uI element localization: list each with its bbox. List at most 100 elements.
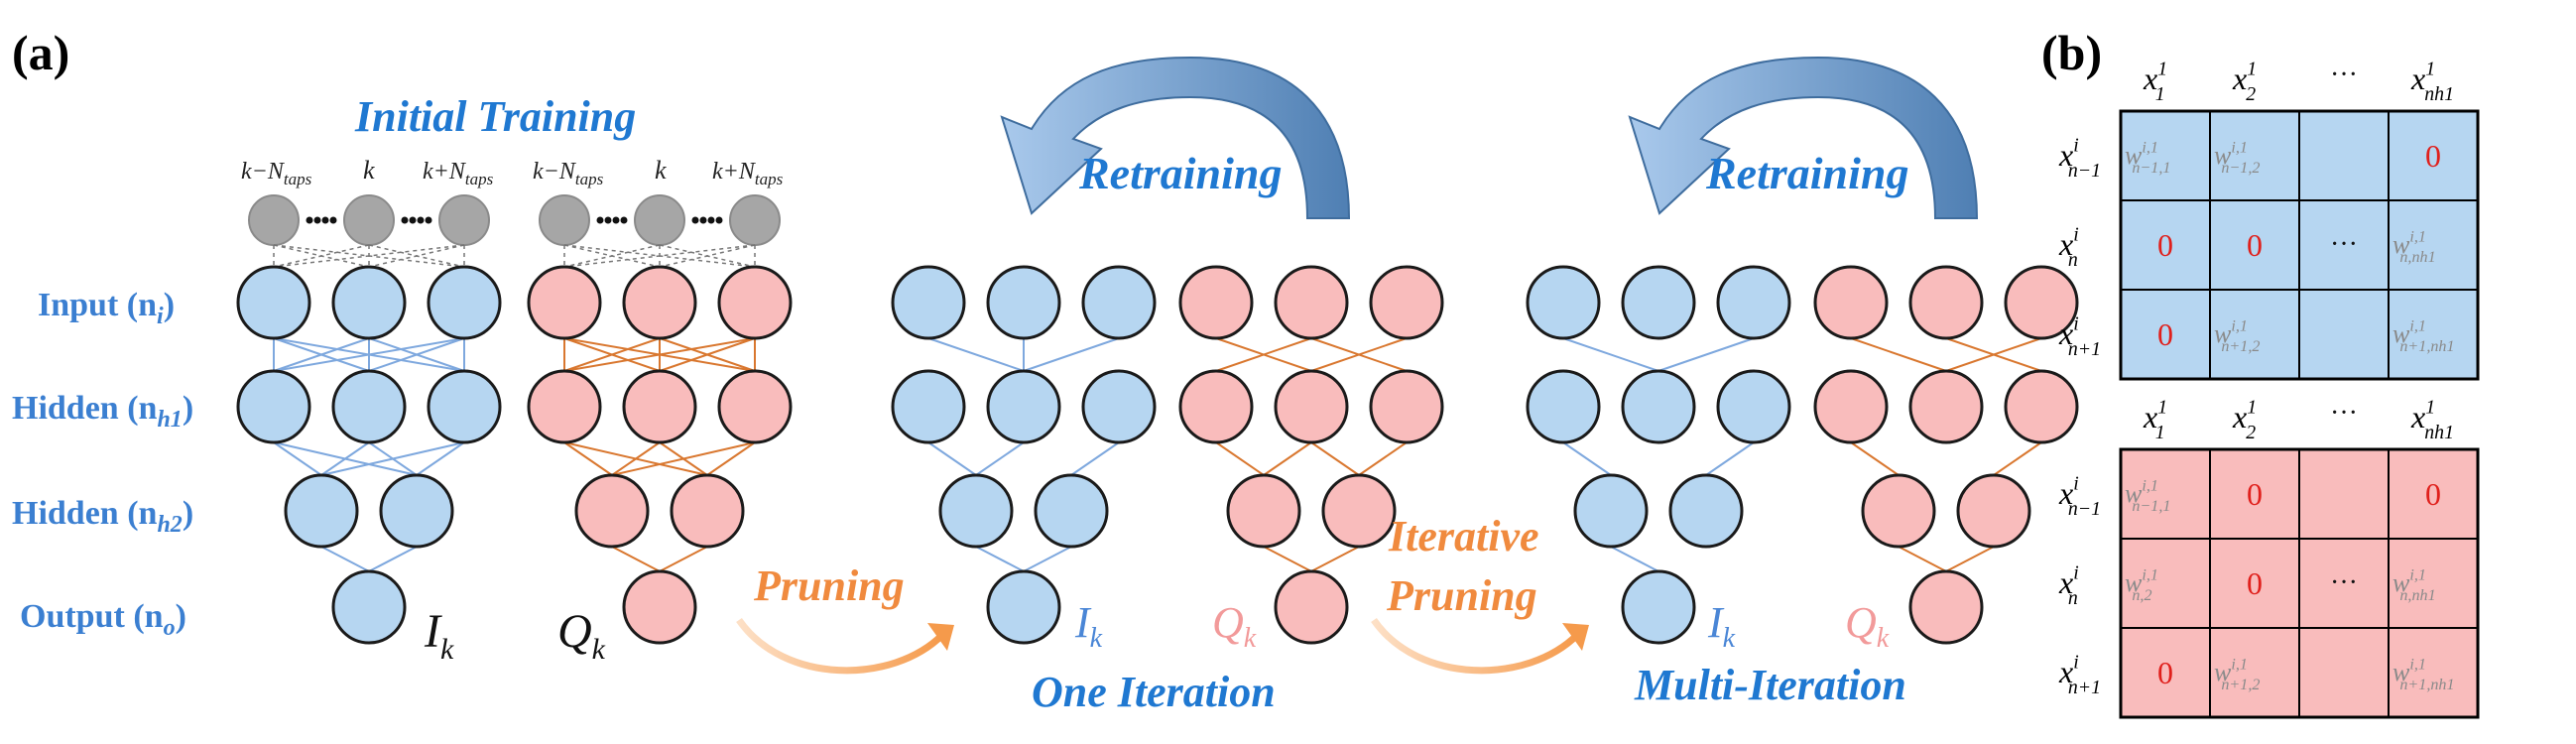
net-i-initial-edge xyxy=(320,441,370,476)
net-q-multi-iter-edge xyxy=(1850,337,1947,372)
net-q-initial-edge xyxy=(659,546,708,572)
net-i-multi-iter-node xyxy=(1573,473,1649,549)
neural-networks xyxy=(236,194,2079,645)
net-i-one-iter-node xyxy=(986,369,1061,444)
net-q-initial-edge xyxy=(611,441,756,476)
taps-q-ellipsis-dot xyxy=(699,216,707,224)
net-q-initial-node xyxy=(622,265,697,340)
taps-i-tap-edge xyxy=(273,244,465,268)
taps-i-tap-edge xyxy=(368,244,465,268)
net-q-one-iter-edge xyxy=(1215,337,1312,372)
net-i-multi-iter-edge xyxy=(1562,441,1612,476)
net-q-one-iter-edge xyxy=(1310,546,1360,572)
net-q-initial-edge xyxy=(706,441,756,476)
net-i-one-iter-node xyxy=(986,569,1061,645)
net-q-initial-node xyxy=(717,265,793,340)
net-q-one-iter-node xyxy=(1274,265,1349,340)
net-i-initial-edge xyxy=(416,441,465,476)
iterative-pruning-arrow: Iterative Pruning xyxy=(1371,512,1589,675)
net-i-multi-iter-node xyxy=(1621,569,1696,645)
layer-label-hidden1: Hidden (nh1) xyxy=(12,390,193,433)
layer-label-hidden2: Hidden (nh2) xyxy=(12,495,193,538)
net-i-one-iter-edge xyxy=(975,546,1025,572)
net-q-multi-iter-node xyxy=(2004,369,2079,444)
svg-text:k: k xyxy=(363,156,375,185)
net-q-initial-node xyxy=(527,265,602,340)
net-i-multi-iter-edge xyxy=(1562,337,1659,372)
label-ik-initial: Ik xyxy=(424,605,454,666)
taps-q-ellipsis-dot xyxy=(691,216,699,224)
taps-i-ellipsis-dot xyxy=(401,216,409,224)
net-q-one-iter-edge xyxy=(1358,441,1408,476)
matrix-q-cell-ellipsis: ··· xyxy=(2330,567,2358,598)
net-q-initial xyxy=(527,265,793,645)
iterative-label: Iterative xyxy=(1388,512,1539,560)
net-q-initial-node xyxy=(527,369,602,444)
net-i-one-iter-edge xyxy=(1023,337,1120,372)
taps-i-tap-node xyxy=(248,194,300,246)
net-q-initial-edge xyxy=(563,337,756,372)
net-i-multi-iter-node xyxy=(1526,369,1601,444)
net-i-initial-edge xyxy=(273,337,465,372)
taps-q-tap-edge xyxy=(563,244,661,268)
net-i-one-iter-node xyxy=(1081,369,1157,444)
net-q-multi-iter-edge xyxy=(1945,337,2042,372)
net-q-multi-iter-edge xyxy=(1850,441,1900,476)
net-i-initial xyxy=(236,265,502,645)
taps-q-tap-node xyxy=(634,194,685,246)
net-q-one-iter-node xyxy=(1274,569,1349,645)
net-i-initial-edge xyxy=(368,337,465,372)
net-i-multi-iter-node xyxy=(1526,265,1601,340)
net-q-multi-iter-node xyxy=(1908,569,1984,645)
net-q-initial-node xyxy=(717,369,793,444)
net-i-one-iter xyxy=(891,265,1157,645)
matrix-i-cell-ellipsis: ··· xyxy=(2330,229,2358,260)
net-q-one-iter-node xyxy=(1321,473,1397,549)
matrix-q-cell-zero: 0 xyxy=(2425,476,2441,512)
net-i-one-iter-edge xyxy=(1023,546,1072,572)
taps-q-tap-node xyxy=(729,194,781,246)
taps-i-tap-node xyxy=(438,194,490,246)
svg-text:k+Ntaps: k+Ntaps xyxy=(712,159,784,188)
panel-a-label: (a) xyxy=(12,25,69,80)
taps-i xyxy=(248,194,490,268)
tap-labels-q: k−Ntaps k k+Ntaps xyxy=(533,156,784,188)
net-q-initial-node xyxy=(574,473,650,549)
net-q-initial-node xyxy=(622,369,697,444)
matrix-i-cell-zero: 0 xyxy=(2157,316,2173,352)
net-i-one-iter-edge xyxy=(1070,441,1120,476)
net-q-multi-iter-edge xyxy=(1945,546,1995,572)
retraining-arrow-1: Retraining xyxy=(1000,56,1351,219)
net-i-initial-node xyxy=(331,265,407,340)
net-q-initial-edge xyxy=(659,337,756,372)
matrix-q-cell-zero: 0 xyxy=(2157,655,2173,690)
net-i-multi-iter-node xyxy=(1668,473,1744,549)
net-q-one-iter-node xyxy=(1369,265,1444,340)
net-q-one-iter-edge xyxy=(1215,441,1265,476)
net-i-initial-edge xyxy=(320,546,370,572)
taps-q-tap-edge xyxy=(659,244,756,268)
layer-label-input: Input (ni) xyxy=(38,287,175,329)
matrix-i-col-header-ellipsis: ··· xyxy=(2330,60,2358,90)
taps-i-ellipsis-dot xyxy=(409,216,417,224)
net-q-initial-edge xyxy=(611,441,661,476)
net-i-one-iter-edge xyxy=(975,441,1025,476)
pruning-label: Pruning xyxy=(753,561,905,610)
net-q-multi-iter-node xyxy=(1813,265,1889,340)
net-q-one-iter-edge xyxy=(1263,441,1312,476)
